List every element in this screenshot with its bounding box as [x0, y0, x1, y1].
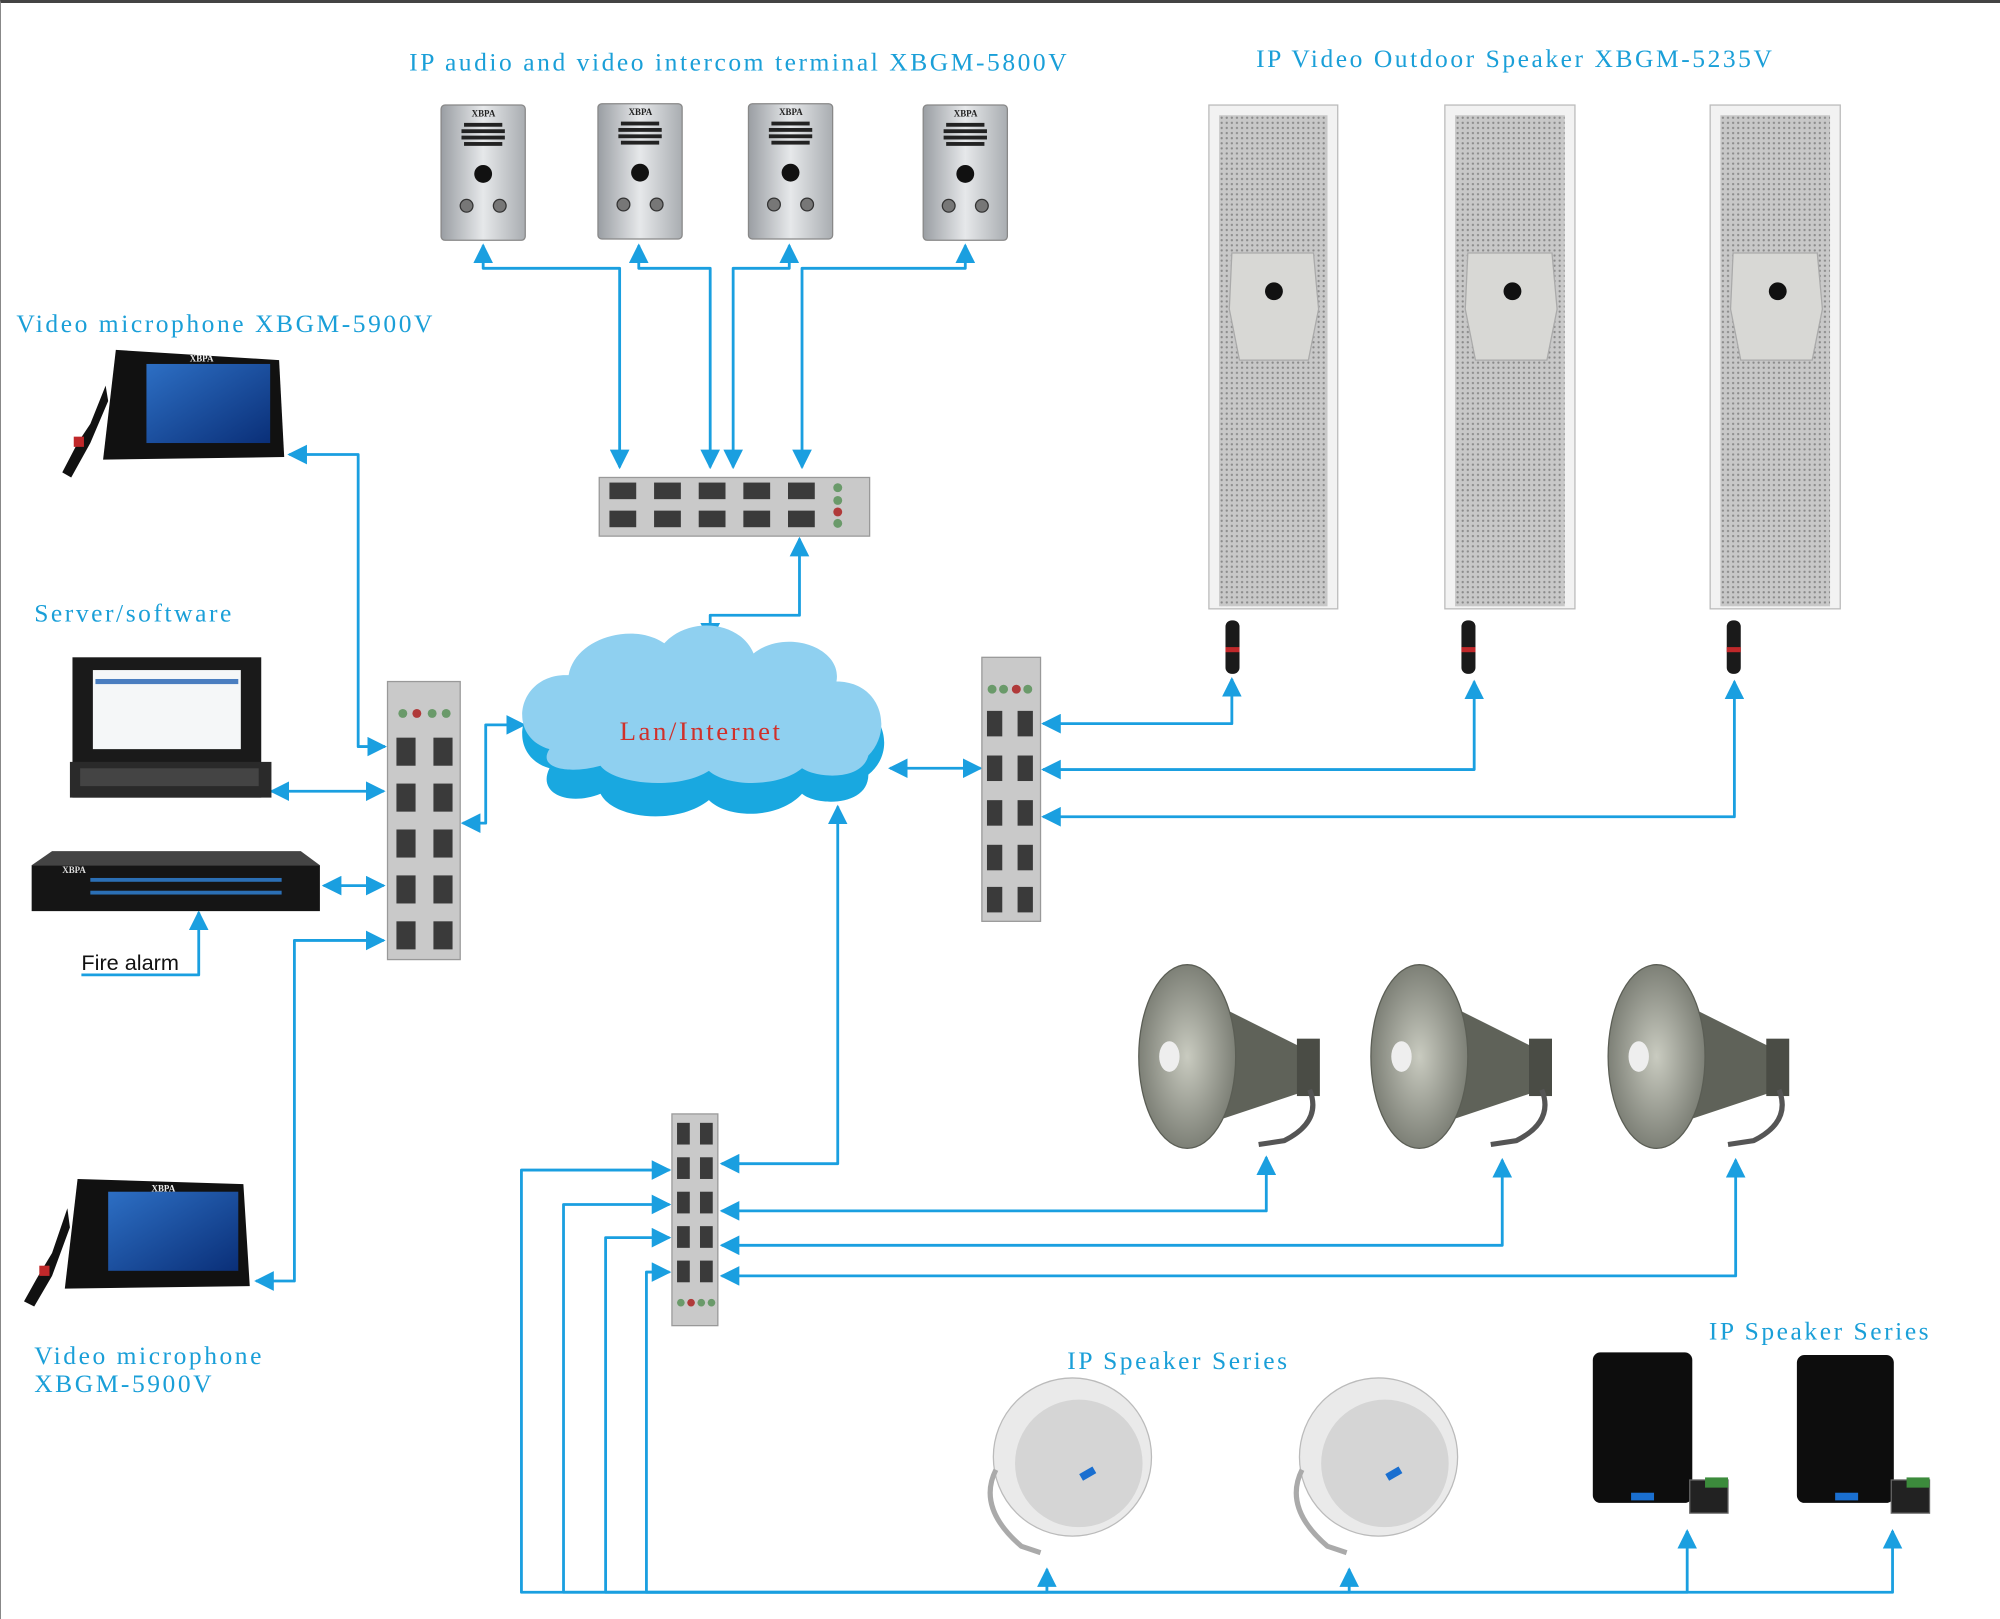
brand-logo: XBPA — [190, 353, 214, 363]
video-mic-top-label: Video microphone XBGM-5900V — [16, 309, 435, 338]
link-intercom-3 — [723, 243, 800, 470]
brand-logo: XBPA — [629, 107, 653, 117]
lan-internet-label: Lan/Internet — [620, 716, 783, 746]
link-horn-2 — [719, 1157, 1513, 1256]
horn-speaker — [1370, 964, 1552, 1149]
server-workstation — [69, 657, 272, 798]
link-video-mic-bottom — [254, 930, 386, 1291]
link-column-speaker-1 — [1041, 677, 1242, 734]
video-mic-bottom-label-2: XBGM-5900V — [34, 1369, 214, 1398]
left-network-switch — [386, 680, 461, 961]
link-left-switch-cloud — [460, 715, 526, 833]
video-mic-bottom-label-1: Video microphone — [34, 1341, 264, 1370]
link-top-switch-cloud — [700, 536, 810, 643]
ip-speaker-ceiling-label: IP Speaker Series — [1067, 1346, 1289, 1375]
link-column-speaker-2 — [1041, 679, 1485, 780]
right-network-switch — [981, 656, 1042, 922]
ceiling-speaker — [987, 1377, 1153, 1556]
link-fire-alarm — [81, 910, 209, 977]
horn-speaker — [1607, 964, 1790, 1149]
link-intercom-4 — [792, 243, 976, 470]
video-microphone-bottom: XBPA — [24, 1178, 250, 1307]
intercom-title: IP audio and video intercom terminal XBG… — [409, 48, 1069, 77]
horn-speaker — [1138, 964, 1320, 1149]
top-network-switch — [598, 476, 871, 537]
link-wall-speaker-1 — [604, 1227, 1698, 1594]
column-speaker — [1208, 104, 1339, 674]
link-wall-speaker-2 — [645, 1262, 1903, 1594]
brand-logo: XBPA — [62, 865, 86, 875]
video-microphone-top: XBPA — [62, 349, 285, 478]
bottom-network-switch — [671, 1113, 719, 1327]
link-bottom-switch-cloud — [719, 804, 848, 1174]
intercom-terminals: XBPA XBPA XBPA XBPA — [440, 103, 1009, 241]
link-horn-1 — [719, 1155, 1277, 1221]
intercom-terminal: XBPA — [922, 104, 1009, 241]
ip-speaker-wall-label: IP Speaker Series — [1709, 1317, 1931, 1346]
intercom-terminal: XBPA — [747, 103, 834, 240]
fire-alarm-label: Fire alarm — [81, 950, 179, 975]
link-intercom-2 — [628, 243, 721, 470]
column-speaker — [1709, 104, 1841, 674]
outdoor-speaker-title: IP Video Outdoor Speaker XBGM-5235V — [1256, 44, 1774, 73]
brand-logo: XBPA — [152, 1184, 176, 1194]
connection-lines — [81, 243, 1903, 1594]
brand-logo: XBPA — [954, 109, 978, 119]
column-speaker — [1444, 104, 1576, 674]
link-column-speaker-3 — [1041, 679, 1745, 827]
ceiling-speakers — [987, 1377, 1459, 1556]
brand-logo: XBPA — [779, 107, 803, 117]
link-horn-3 — [719, 1157, 1746, 1286]
intercom-terminal: XBPA — [440, 104, 526, 241]
link-video-mic-top — [287, 444, 387, 757]
lan-internet-cloud: Lan/Internet — [522, 625, 885, 817]
link-ceiling-speaker-1 — [520, 1160, 1057, 1594]
ceiling-speaker — [1293, 1377, 1459, 1556]
server-label: Server/software — [34, 599, 234, 628]
wall-speakers — [1592, 1352, 1931, 1514]
link-intercom-1 — [473, 243, 630, 470]
brand-logo: XBPA — [472, 109, 496, 119]
link-ceiling-speaker-2 — [562, 1194, 1360, 1594]
horn-speakers — [1138, 964, 1790, 1149]
intercom-terminal: XBPA — [597, 103, 683, 240]
wall-speaker — [1796, 1354, 1931, 1514]
outdoor-column-speakers — [1208, 104, 1841, 674]
rack-controller: XBPA — [31, 851, 320, 912]
diagram-canvas: IP audio and video intercom terminal XBG… — [16, 44, 1931, 1594]
wall-speaker — [1592, 1352, 1729, 1514]
